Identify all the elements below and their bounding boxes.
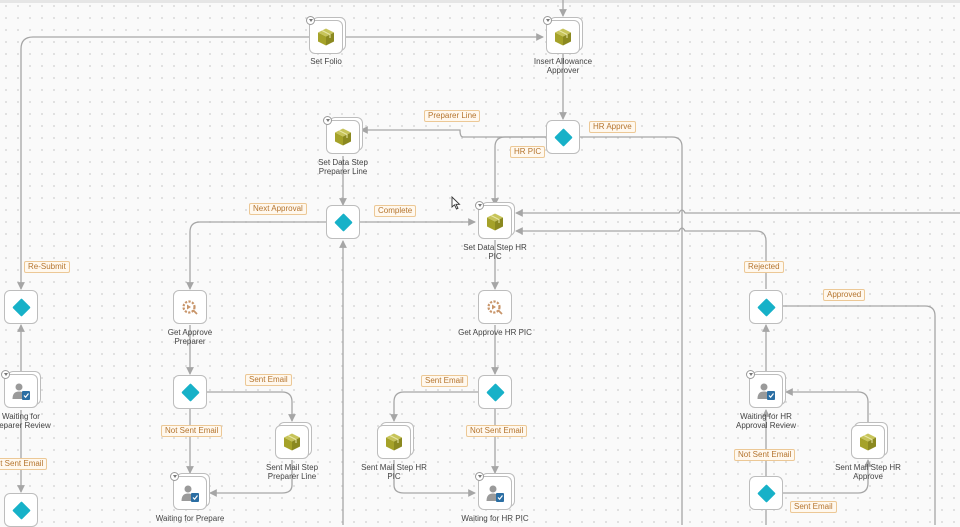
edge-tag-sent-email[interactable]: Sent Email [245,374,292,386]
user-task-icon [181,485,199,502]
node-label-waiting-prepare: Waiting for Prepare [155,514,225,523]
decision-sent-email-hr[interactable] [478,375,512,409]
decision-diamond-icon [333,212,353,232]
user-task-icon [757,383,775,400]
connector [783,459,872,494]
start-marker-icon [746,370,755,379]
insert-allowance-node[interactable] [543,16,580,54]
decision-diamond-icon [756,483,776,503]
decision-approval[interactable] [326,205,360,239]
node-label-insert-allowance: Insert Allowance Approver [533,57,593,75]
package-icon [335,128,351,146]
node-label-waiting-preparer-review: Waiting for Preparer Review [0,412,51,430]
connector [491,136,546,206]
user-task-icon [12,383,30,400]
decision-diamond-icon [553,127,573,147]
decision-bottom-left[interactable] [4,493,38,527]
sent-mail-preparer-node[interactable] [275,425,309,459]
get-approve-preparer-node[interactable] [173,290,207,324]
set-data-preparer-node[interactable] [323,116,360,154]
start-marker-icon [306,16,315,25]
package-icon [318,28,334,46]
node-label-sent-mail-hr-approve: Sent Mail Step HR Approve [835,463,901,481]
edge-tag-not-sent-email[interactable]: Not Sent Email [161,425,223,437]
connector [207,391,296,422]
connector [515,209,960,217]
node-label-sent-mail-preparer: Sent Mail Step Preparer Line [265,463,319,481]
decision-diamond-icon [485,382,505,402]
package-icon [860,433,876,451]
approval-gear-icon [182,300,198,315]
node-label-sent-mail-hr-pic: Sent Mail Step HR PIC [361,463,427,481]
decision-resubmit[interactable] [4,290,38,324]
decision-sent-email-hr-review[interactable] [749,476,783,510]
edge-tag-rejected[interactable]: Rejected [744,261,784,273]
package-icon [284,433,300,451]
decision-diamond-icon [11,500,31,520]
sent-mail-hr-approve-node[interactable] [851,425,885,459]
node-label-waiting-hr-pic: Waiting for HR PIC [461,514,529,523]
sent-mail-hr-pic-node[interactable] [377,425,411,459]
edge-tag-not-sent-email[interactable]: Not Sent Email [466,425,528,437]
edge-tag-not-sent-email[interactable]: Not Sent Email [0,458,48,470]
decision-diamond-icon [11,297,31,317]
edge-tag-hr-pic[interactable]: HR PIC [510,146,546,158]
connector [209,460,293,497]
waiting-hr-pic-node[interactable] [475,472,512,510]
package-icon [555,28,571,46]
waiting-preparer-review-node[interactable] [1,370,38,408]
connector [580,136,683,525]
package-icon [487,213,503,231]
decision-diamond-icon [180,382,200,402]
connector [783,305,936,525]
node-label-waiting-hr-review: Waiting for HR Approval Review [735,412,797,430]
edge-tag-sent-email[interactable]: Sent Email [421,375,468,387]
get-approve-hr-node[interactable] [478,290,512,324]
waiting-hr-review-node[interactable] [746,370,783,408]
edge-tag-resubmit[interactable]: Re-Submit [24,261,70,273]
package-icon [386,433,402,451]
start-marker-icon [170,472,179,481]
set-data-hr-node[interactable] [475,201,512,239]
connector [390,391,478,422]
connector [393,460,476,497]
connector [360,126,546,138]
node-label-get-approve-hr: Get Approve HR PIC [458,328,532,337]
decision-sent-email-preparer[interactable] [173,375,207,409]
start-marker-icon [323,116,332,125]
start-marker-icon [475,201,484,210]
decision-hr[interactable] [546,120,580,154]
edge-tag-complete[interactable]: Complete [374,205,417,217]
edge-tag-approved[interactable]: Approved [823,289,866,301]
start-marker-icon [543,16,552,25]
start-marker-icon [1,370,10,379]
connector [186,221,326,290]
canvas-top-border [0,0,960,3]
user-task-icon [486,485,504,502]
start-marker-icon [475,472,484,481]
edge-tag-sent-email[interactable]: Sent Email [790,501,837,513]
edge-tag-not-sent-email[interactable]: Not Sent Email [734,449,796,461]
connector [515,227,767,289]
connector [785,388,869,422]
edge-tag-hr-apprve[interactable]: HR Apprve [589,121,636,133]
node-label-set-data-hr: Set Data Step HR PIC [463,243,527,261]
node-label-get-approve-preparer: Get Approve Preparer [167,328,213,346]
approval-gear-icon [487,300,503,315]
edge-tag-next-approval[interactable]: Next Approval [249,203,307,215]
node-label-set-folio: Set Folio [310,57,342,66]
decision-diamond-icon [756,297,776,317]
mouse-pointer-icon [451,196,461,210]
decision-hr-review[interactable] [749,290,783,324]
waiting-prepare-node[interactable] [170,472,207,510]
connector [17,36,310,290]
node-label-set-data-preparer: Set Data Step Preparer Line [318,158,368,176]
set-folio-node[interactable] [306,16,343,54]
edge-tag-preparer-line[interactable]: Preparer Line [424,110,481,122]
